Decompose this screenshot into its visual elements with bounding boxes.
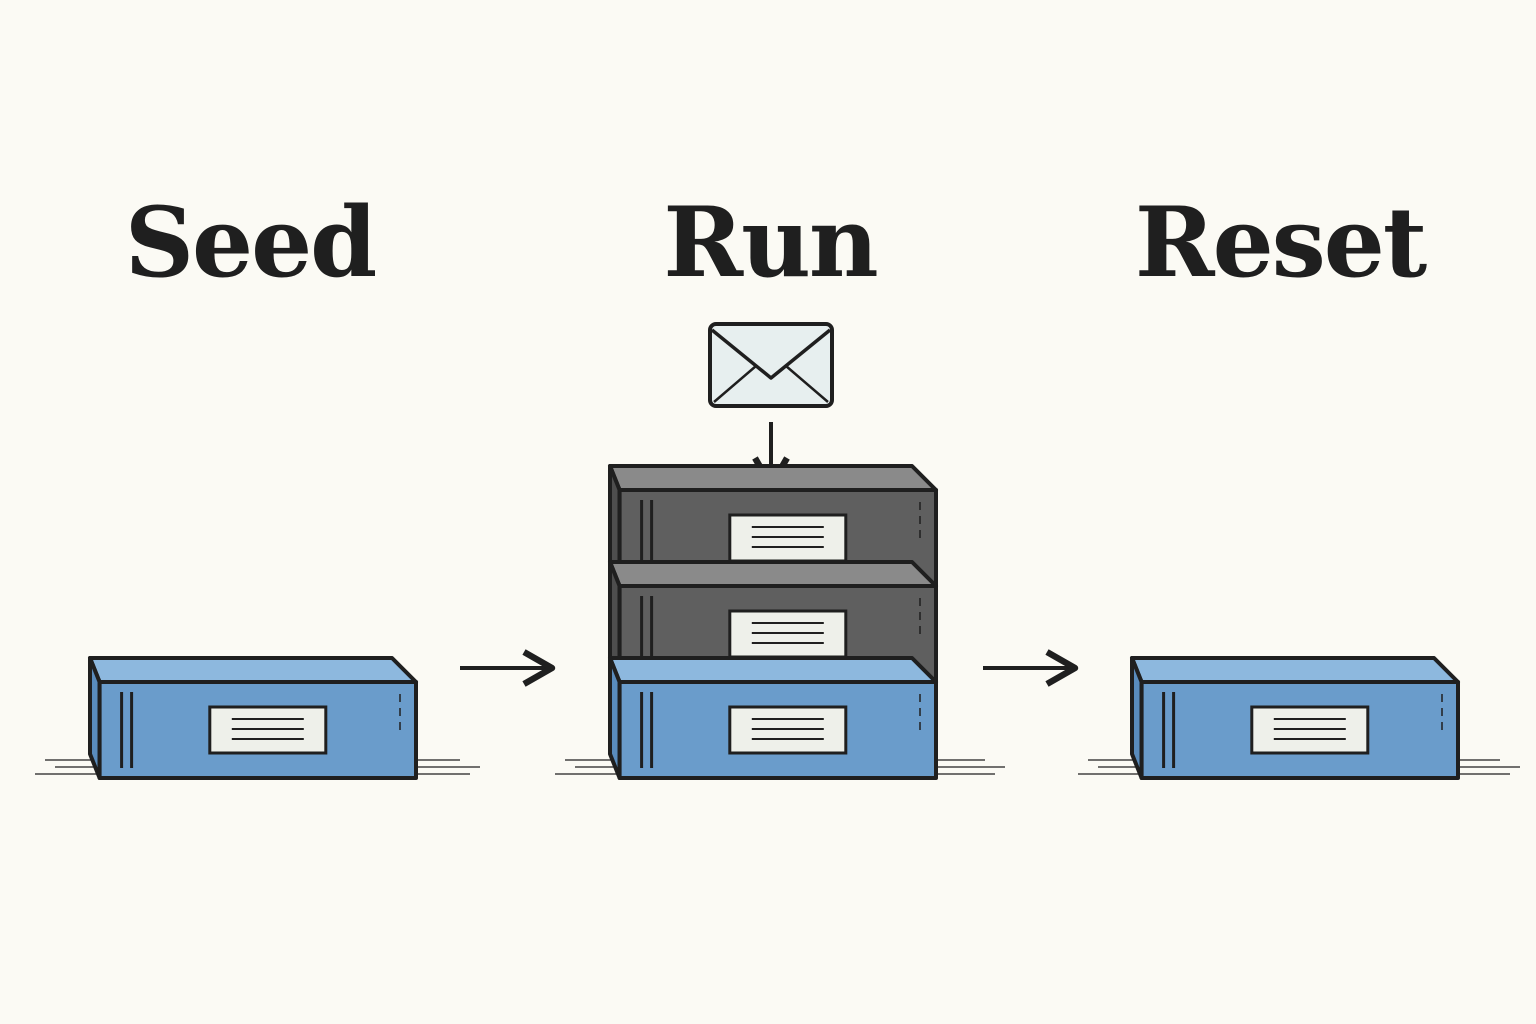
- database-block-run-1: [608, 656, 938, 780]
- stage-title-seed: Seed: [124, 186, 378, 299]
- stage-title-run: Run: [663, 186, 878, 299]
- stage-title-reset: Reset: [1134, 186, 1427, 299]
- database-block-seed-1: [88, 656, 418, 780]
- mail-envelope-icon: [708, 322, 834, 408]
- database-block-reset-1: [1130, 656, 1460, 780]
